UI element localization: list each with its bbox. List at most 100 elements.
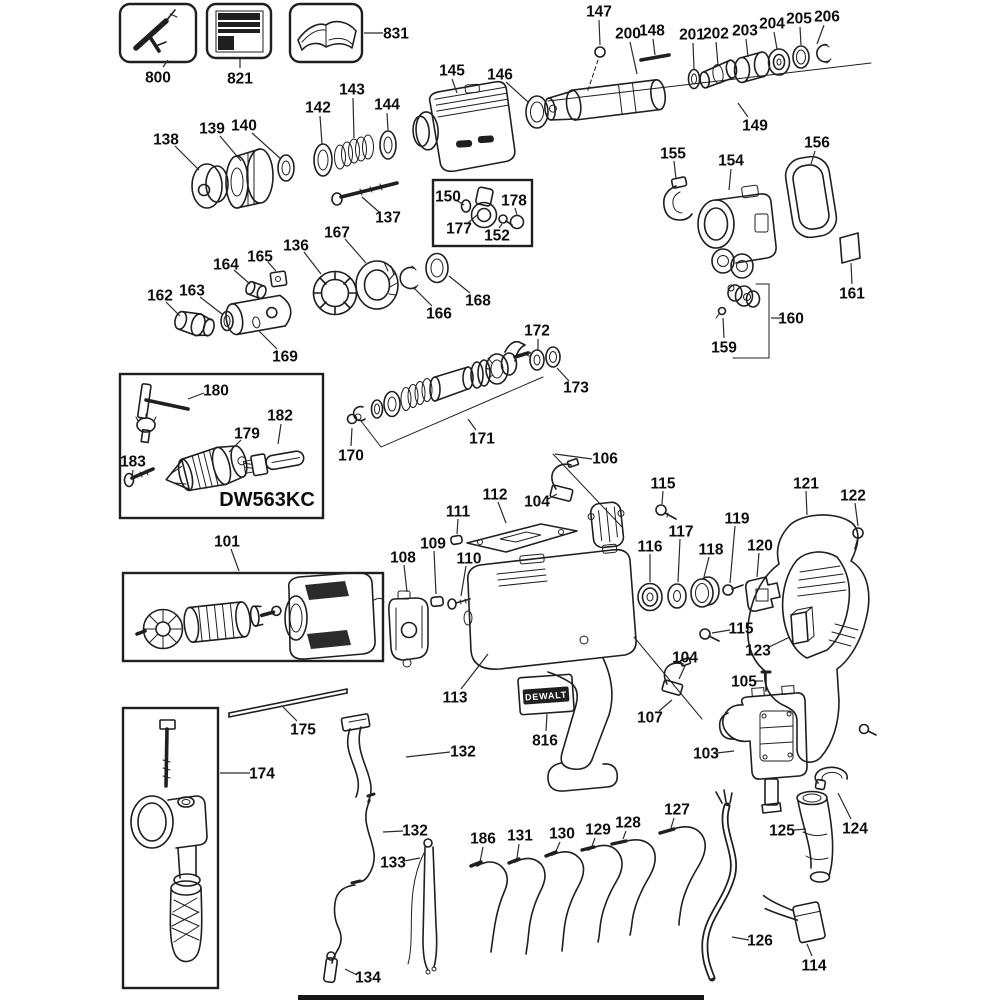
- part-label-106: 106: [592, 451, 618, 468]
- part-label-163: 163: [179, 283, 205, 300]
- part-label-115-upper: 115: [650, 476, 675, 493]
- part-label-131: 131: [507, 828, 533, 845]
- part-label-117: 117: [668, 524, 693, 541]
- part-label-169: 169: [272, 349, 298, 366]
- leader-line-125: [793, 828, 807, 831]
- leader-line-167: [344, 238, 367, 264]
- part-label-150: 150: [435, 189, 461, 206]
- part-label-119: 119: [724, 511, 749, 528]
- part-label-179: 179: [234, 426, 260, 443]
- part-101-motor-box: [121, 571, 385, 663]
- leader-line-156: [810, 150, 816, 165]
- leader-line-166: [413, 287, 433, 307]
- leader-line-121: [805, 490, 808, 516]
- field-stator-drawing: [284, 571, 385, 660]
- part-112-baffle-plate: [466, 523, 578, 553]
- leader-line-183: [131, 469, 134, 478]
- leader-line-118: [703, 556, 710, 578]
- leader-line-132-upper: [405, 751, 451, 758]
- leader-line-138: [174, 145, 200, 171]
- part-label-137: 137: [375, 210, 401, 227]
- leader-line-161: [850, 262, 853, 285]
- part-142-seal-ring: [313, 143, 333, 177]
- part-label-145: 145: [439, 63, 465, 80]
- part-label-127: 127: [664, 802, 690, 819]
- leader-line-171: [467, 418, 477, 431]
- part-label-121: 121: [793, 476, 819, 493]
- part-label-168: 168: [465, 293, 491, 310]
- part-130-lead-wire: [544, 850, 585, 952]
- part-182-adapter-shank: [242, 450, 305, 477]
- leader-line-145: [451, 78, 458, 94]
- kit-box-800-drill-bit: [118, 2, 198, 64]
- part-162-plunger: [174, 310, 215, 337]
- part-168-ring: [425, 252, 449, 284]
- part-label-134: 134: [355, 970, 381, 987]
- part-172-washer: [529, 349, 545, 371]
- part-133-wire-pair: [407, 838, 438, 975]
- part-134-wire-terminal: [322, 879, 362, 984]
- part-113-motor-housing: [463, 548, 637, 792]
- leader-line-103: [716, 750, 735, 754]
- leader-line-204: [773, 31, 778, 50]
- leader-line-152: [498, 223, 503, 229]
- part-label-111: 111: [446, 504, 471, 521]
- leader-line-173: [556, 367, 570, 382]
- leader-line-177: [466, 214, 478, 225]
- leader-line-200: [629, 41, 638, 75]
- part-label-205: 205: [786, 11, 812, 28]
- part-164-roller: [245, 280, 267, 300]
- leader-line-119: [729, 525, 736, 584]
- part-label-800: 800: [145, 70, 171, 87]
- part-label-113: 113: [442, 690, 467, 707]
- part-label-206: 206: [814, 9, 840, 26]
- part-label-122: 122: [840, 488, 866, 505]
- part-123-pad: [790, 605, 815, 645]
- inset-box-mode-selector: [431, 178, 534, 248]
- kit-box-831-manual: [288, 2, 364, 64]
- part-159-pin: [715, 306, 727, 319]
- part-label-156: 156: [804, 135, 830, 152]
- leader-line-104-lower: [678, 665, 686, 680]
- part-label-120: 120: [747, 538, 773, 555]
- part-label-144: 144: [374, 97, 400, 114]
- part-816-nameplate: DEWALT: [517, 673, 575, 716]
- leader-line-106: [554, 453, 593, 460]
- part-150-ball: [460, 199, 472, 213]
- part-203-sleeve: [733, 51, 771, 84]
- leader-line-162: [165, 301, 181, 317]
- part-label-114: 114: [801, 958, 826, 975]
- leader-line-115-upper: [661, 490, 664, 505]
- leader-line-170: [350, 427, 353, 447]
- leader-line-109: [433, 550, 437, 595]
- part-label-108: 108: [390, 550, 416, 567]
- part-132-upper-wire: [340, 713, 372, 803]
- part-label-143: 143: [339, 82, 365, 99]
- part-label-112: 112: [482, 487, 507, 504]
- leader-line-126: [731, 936, 750, 941]
- leader-line-129: [591, 837, 596, 847]
- leader-line-179: [228, 439, 242, 453]
- part-167-ring-gear: [355, 260, 399, 310]
- leader-line-111: [456, 518, 459, 535]
- part-label-129: 129: [585, 822, 611, 839]
- part-label-167: 167: [324, 225, 350, 242]
- part-109-clip: [430, 595, 444, 608]
- part-label-182: 182: [267, 408, 293, 425]
- leader-line-143: [352, 97, 355, 139]
- part-104-upper-brush: [549, 458, 580, 502]
- part-label-161: 161: [839, 286, 865, 303]
- leader-line-120: [756, 552, 760, 578]
- part-label-821: 821: [227, 71, 253, 88]
- part-label-142: 142: [305, 100, 331, 117]
- part-label-175: 175: [290, 722, 316, 739]
- part-label-123: 123: [745, 643, 771, 660]
- part-114-capacitor: [762, 894, 826, 944]
- part-label-154: 154: [718, 153, 744, 170]
- leader-line-115-lower: [711, 629, 731, 634]
- part-label-152: 152: [484, 228, 510, 245]
- leader-line-101: [230, 548, 240, 572]
